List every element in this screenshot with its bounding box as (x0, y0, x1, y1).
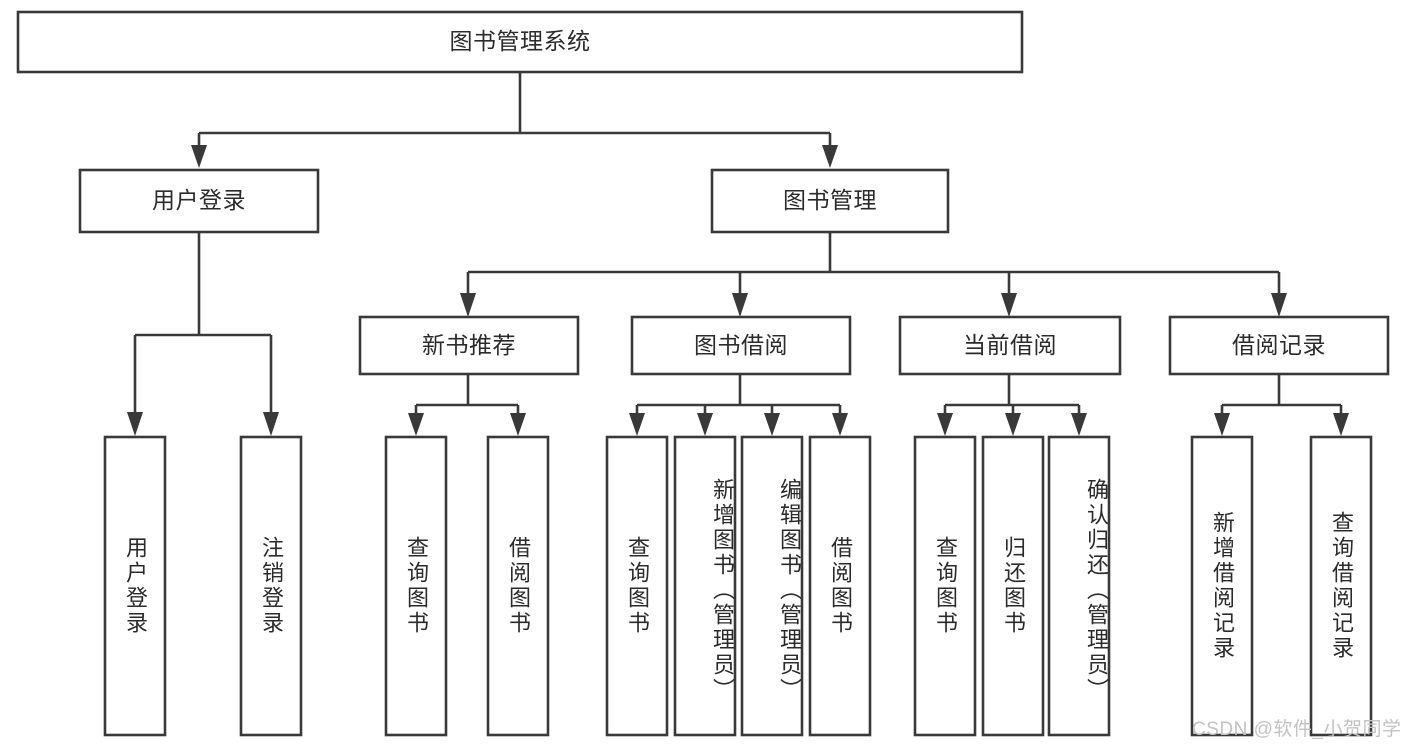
arrowhead-user-login (191, 145, 207, 168)
node-box-book-borrow[interactable] (630, 315, 852, 376)
connector-group-root (191, 72, 838, 168)
arrowhead-confirm-return (1071, 413, 1087, 436)
arrowhead-current-borrow (1001, 293, 1017, 317)
node-box-leaf-confirm-return[interactable] (1047, 435, 1111, 737)
arrowhead-borrow-book-2 (832, 413, 848, 436)
node-box-leaf-borrow-book-1[interactable] (486, 435, 550, 737)
connector-group-new-book-rec (408, 374, 526, 436)
connector-group-current-borrow (937, 374, 1087, 436)
node-box-leaf-user-login[interactable] (103, 435, 167, 737)
node-box-current-borrow[interactable] (898, 315, 1122, 376)
node-box-leaf-add-record[interactable] (1190, 435, 1254, 737)
arrowhead-borrow-record (1271, 293, 1287, 317)
node-box-leaf-borrow-book-2[interactable] (808, 435, 872, 737)
arrowhead-query-book-3 (937, 413, 953, 436)
node-box-leaf-return-book[interactable] (981, 435, 1045, 737)
arrowhead-book-mgmt (822, 145, 838, 168)
node-box-user-login[interactable] (78, 168, 320, 234)
node-box-leaf-edit-book[interactable] (740, 435, 804, 737)
arrowhead-book-borrow (732, 293, 748, 317)
arrowhead-query-book-1 (408, 413, 424, 436)
arrowhead-leaf-user-login (127, 412, 143, 436)
node-box-borrow-record[interactable] (1168, 315, 1390, 376)
node-box-new-book-rec[interactable] (358, 315, 580, 376)
arrowhead-query-record (1333, 413, 1349, 436)
arrowhead-new-book-rec (460, 293, 476, 317)
arrowhead-add-book (697, 413, 713, 436)
connector-group-book-mgmt (460, 232, 1287, 317)
node-box-leaf-query-book-2[interactable] (605, 435, 669, 737)
arrowhead-edit-book (764, 413, 780, 436)
arrowhead-add-record (1214, 413, 1230, 436)
node-box-leaf-query-record[interactable] (1309, 435, 1373, 737)
connector-group-user-login (127, 232, 279, 436)
connector-group-borrow-record (1214, 374, 1349, 436)
connector-group-book-borrow (629, 374, 848, 436)
node-box-leaf-query-book-1[interactable] (384, 435, 448, 737)
arrowhead-borrow-book-1 (510, 413, 526, 436)
node-box-root[interactable] (16, 10, 1024, 74)
node-box-book-mgmt[interactable] (710, 168, 950, 234)
arrowhead-return-book (1005, 413, 1021, 436)
node-box-leaf-query-book-3[interactable] (913, 435, 977, 737)
arrowhead-query-book-2 (629, 413, 645, 436)
node-box-leaf-logout-login[interactable] (239, 435, 303, 737)
node-box-leaf-add-book[interactable] (673, 435, 737, 737)
watermark-text: CSDN @软件_小贺同学 (1192, 719, 1402, 740)
arrowhead-leaf-logout-login (263, 412, 279, 436)
